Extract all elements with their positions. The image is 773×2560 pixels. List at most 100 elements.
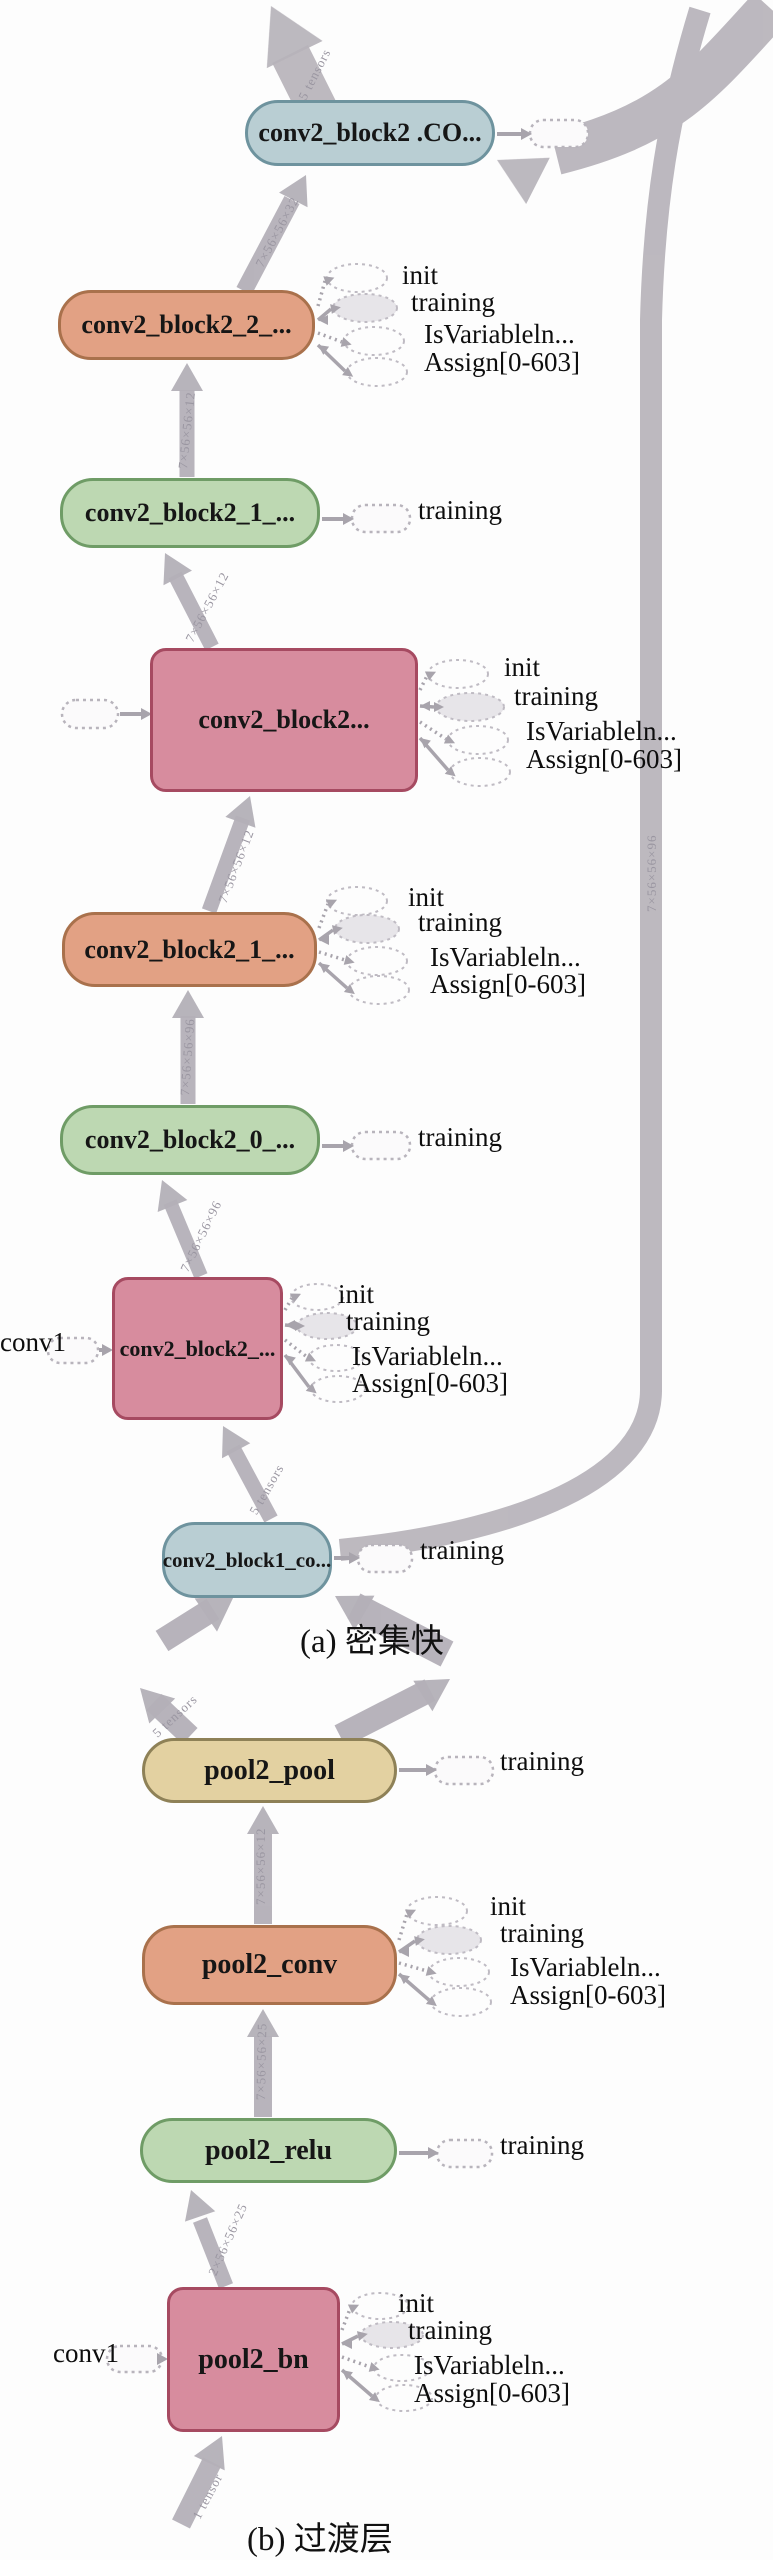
edge-blue2-pink2 — [226, 1444, 278, 1523]
arrowhead-into-blue1 — [497, 157, 550, 205]
node-pool2-conv[interactable]: pool2_conv — [142, 1925, 397, 2005]
var-label-training: training — [418, 907, 502, 937]
arrowhead — [413, 1679, 450, 1712]
arrowhead — [163, 553, 192, 586]
var-label-training: training — [408, 2315, 492, 2345]
node-label: conv2_block1_co... — [162, 1547, 332, 1572]
var-ellipse-init[interactable] — [326, 263, 388, 293]
var-label-init: init — [490, 1891, 527, 1921]
arrowhead — [225, 796, 256, 828]
var-ellipse-init[interactable] — [351, 2292, 409, 2320]
arrowhead — [335, 1595, 375, 1631]
edge-shape-label: 7×56×56×12 — [253, 1827, 268, 1906]
node-label: pool2_relu — [204, 2134, 333, 2166]
var-label-assign: Assign[0-603] — [414, 2378, 570, 2408]
arrowhead — [247, 1806, 279, 1834]
node-label: conv2_block2_1_... — [84, 498, 296, 527]
ref-pill-pool[interactable] — [433, 1755, 495, 1786]
var-label-training: training — [346, 1306, 430, 1336]
var-label-isvariable: IsVariableln... — [510, 1952, 661, 1982]
arrowhead — [279, 175, 308, 208]
arrowhead — [140, 1688, 176, 1724]
node-label: conv2_block2_0_... — [84, 1125, 296, 1154]
node-conv2-block2-2[interactable]: conv2_block2_2_... — [58, 290, 315, 360]
edge-bypass-bottom — [338, 1389, 662, 1561]
node-conv2-block2-1-lower[interactable]: conv2_block2_1_... — [62, 912, 317, 987]
arrowhead — [194, 1596, 234, 1632]
var-ellipse-assign[interactable] — [375, 2384, 433, 2412]
var-ellipse-isvar[interactable] — [428, 1957, 490, 1987]
training-label: training — [500, 2130, 584, 2160]
var-label-isvariable: IsVariableln... — [352, 1341, 503, 1371]
var-label-init: init — [504, 652, 541, 682]
var-label-isvariable: IsVariableln... — [526, 716, 677, 746]
arrowhead — [171, 363, 203, 391]
node-conv2-block2-namespace[interactable]: conv2_block2... — [150, 648, 418, 792]
edge-shape-label: 7×56×56×96 — [644, 834, 659, 913]
training-label: training — [420, 1535, 504, 1565]
node-conv2-block2-concat[interactable]: conv2_block2 .CO... — [245, 100, 495, 166]
ref-pill-pink2-input[interactable] — [46, 1336, 100, 1365]
node-label: conv2_block2... — [198, 705, 370, 734]
var-label-assign: Assign[0-603] — [352, 1368, 508, 1398]
var-ellipse-init[interactable] — [406, 1896, 468, 1926]
var-label-init: init — [408, 882, 445, 912]
var-ellipse-assign[interactable] — [348, 975, 410, 1005]
node-label: pool2_conv — [201, 1949, 338, 1980]
input-label-conv1-b: conv1 — [53, 2338, 119, 2368]
var-label-assign: Assign[0-603] — [430, 969, 586, 999]
node-label: conv2_block2_2_... — [81, 310, 292, 339]
var-ellipse-training[interactable] — [416, 1925, 482, 1955]
var-label-init: init — [338, 1279, 375, 1309]
ref-pill-blue2[interactable] — [356, 1543, 414, 1574]
edge-pink1-green1 — [168, 571, 219, 651]
var-ellipse-training[interactable] — [332, 293, 398, 323]
node-pool2-bn[interactable]: pool2_bn — [167, 2287, 340, 2432]
edge-into-blue2-right — [347, 1593, 454, 1667]
arrowhead — [172, 990, 204, 1018]
input-label-conv1-a: conv1 — [0, 1327, 66, 1357]
node-pool2-pool[interactable]: pool2_pool — [142, 1738, 397, 1803]
node-conv2-block2-lower-namespace[interactable]: conv2_block2_... — [112, 1277, 283, 1420]
ref-pill-green1[interactable] — [350, 503, 412, 534]
node-conv2-block2-0[interactable]: conv2_block2_0_... — [60, 1105, 320, 1175]
ref-pill-pink1-input[interactable] — [60, 698, 120, 730]
var-ellipse-isvar[interactable] — [373, 2354, 431, 2382]
node-conv2-block1-concat[interactable]: conv2_block1_co... — [162, 1522, 332, 1598]
arrowhead-blue1-out — [266, 6, 323, 69]
edge-bypass-band — [640, 6, 711, 1392]
var-ellipse-assign[interactable] — [430, 1987, 492, 2017]
var-label-isvariable: IsVariableln... — [424, 319, 575, 349]
training-label: training — [500, 1746, 584, 1776]
ref-pill-relu[interactable] — [435, 2138, 494, 2169]
arrowhead — [157, 1180, 188, 1212]
ref-pill-blue1[interactable] — [528, 118, 590, 149]
var-ellipse-init[interactable] — [427, 659, 489, 689]
var-ellipse-assign[interactable] — [346, 357, 408, 387]
var-ellipse-isvar[interactable] — [447, 725, 509, 755]
var-label-isvariable: IsVariableln... — [430, 942, 581, 972]
node-conv2-block2-1-upper[interactable]: conv2_block2_1_... — [60, 478, 320, 548]
edge-orange1-blue1 — [236, 196, 300, 295]
var-ellipse-isvar[interactable] — [343, 326, 405, 356]
var-label-init: init — [402, 260, 439, 290]
var-ellipse-training[interactable] — [334, 914, 400, 944]
edge-pink2-green2 — [163, 1199, 208, 1279]
node-label: conv2_block2_1_... — [84, 934, 295, 964]
ref-pill-green2[interactable] — [350, 1130, 412, 1161]
edge-shape-label: 7×56×56×25 — [253, 2022, 270, 2101]
var-ellipse-init[interactable] — [290, 1283, 344, 1311]
node-pool2-relu[interactable]: pool2_relu — [140, 2118, 397, 2183]
var-ellipse-assign[interactable] — [449, 757, 511, 787]
edge-into-blue2-left — [155, 1598, 220, 1652]
arrowhead — [193, 2436, 225, 2471]
node-label: conv2_block2_... — [119, 1335, 276, 1361]
training-label: training — [418, 1122, 502, 1152]
arrowhead — [222, 1426, 251, 1459]
var-label-assign: Assign[0-603] — [424, 347, 580, 377]
var-ellipse-training[interactable] — [435, 692, 505, 722]
var-ellipse-isvar[interactable] — [346, 946, 408, 976]
var-label-assign: Assign[0-603] — [510, 1980, 666, 2010]
